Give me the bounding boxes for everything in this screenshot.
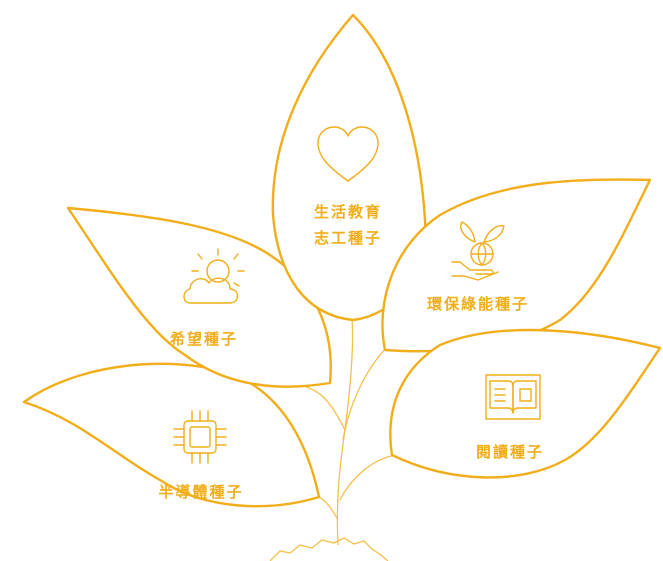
leaf-outline (389, 328, 662, 479)
seed-label: 希望種子 (170, 330, 238, 348)
seed-label: 閱讀種子 (476, 443, 544, 461)
chip-icon (173, 410, 227, 464)
leaf-reading[interactable]: 閱讀種子 (389, 328, 662, 479)
seed-label: 志工種子 (314, 229, 382, 247)
leaf-outline (66, 206, 332, 388)
leaf-life-education[interactable]: 生活教育 志工種子 (271, 13, 427, 322)
leaf-hope[interactable]: 希望種子 (66, 206, 332, 388)
heart-icon (317, 126, 379, 182)
seed-label: 環保綠能種子 (427, 295, 529, 313)
book-icon (485, 374, 541, 420)
leaf-outline (22, 362, 321, 508)
seed-label: 半導體種子 (158, 483, 243, 501)
seed-label: 生活教育 (314, 203, 382, 221)
sun-cloud-icon (183, 248, 245, 304)
plant-globe-hand-icon (451, 221, 505, 281)
tree-roots (269, 537, 389, 561)
leaf-outline (271, 13, 427, 322)
leaf-semiconductor[interactable]: 半導體種子 (22, 362, 321, 508)
